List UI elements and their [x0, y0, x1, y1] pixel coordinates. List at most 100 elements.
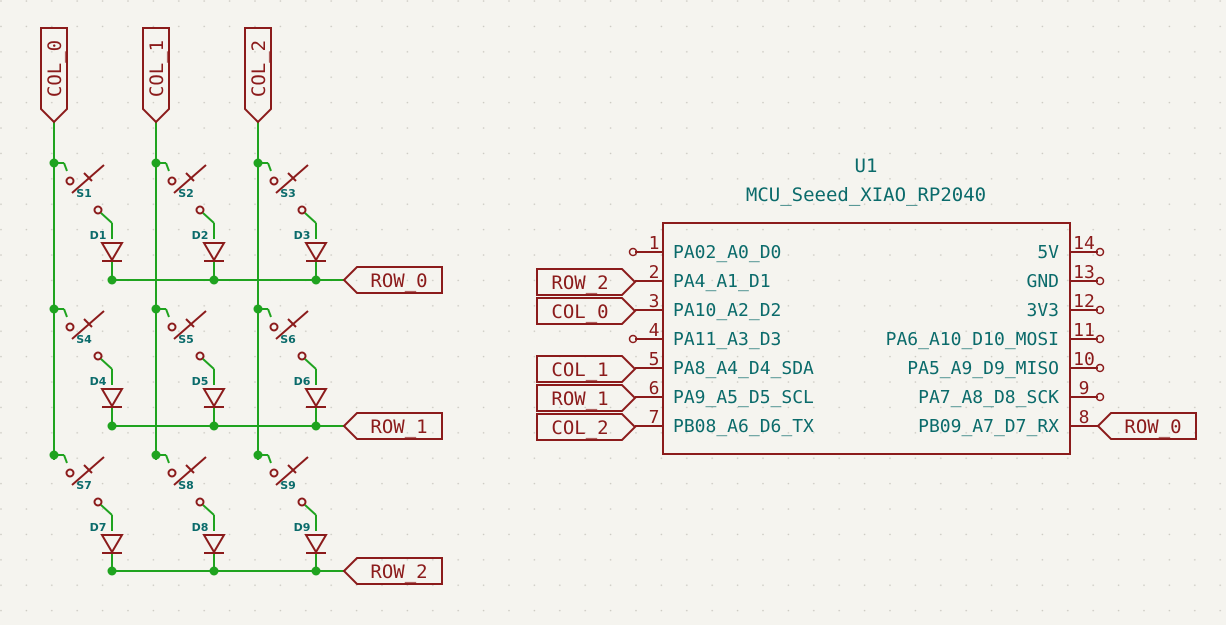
row-junction — [311, 275, 321, 285]
switch-lead2 — [63, 308, 68, 318]
switch-lever — [275, 164, 309, 194]
switch-lead2 — [165, 162, 170, 172]
diode-lead-top — [100, 212, 113, 224]
switch-lever — [275, 310, 309, 340]
label-mcu-col_2[interactable]: COL_2 — [536, 413, 637, 441]
pin-number: 5 — [649, 349, 660, 370]
label-mcu-col_0[interactable]: COL_0 — [536, 297, 637, 325]
label-row-2-text: ROW_2 — [370, 561, 427, 583]
switch-pin-b — [297, 351, 307, 361]
switch-pin-b — [297, 497, 307, 507]
label-mcu-col_0-shape — [536, 297, 637, 325]
pin-number: 14 — [1073, 233, 1095, 254]
label-col-1[interactable]: COL_1 — [142, 27, 170, 124]
pin-name: PA4_A1_D1 — [673, 271, 771, 292]
switch-lead2 — [63, 162, 68, 172]
label-mcu-row_0[interactable]: ROW_0 — [1096, 412, 1197, 440]
diode-lead-top — [100, 358, 113, 370]
switch-lead2 — [165, 308, 170, 318]
switch-pin-a — [65, 468, 75, 478]
switch-ref: S4 — [76, 333, 92, 346]
pin-number: 7 — [649, 407, 660, 428]
row-junction — [209, 275, 219, 285]
switch-ref: S6 — [280, 333, 296, 346]
diode-body — [304, 534, 328, 554]
diode-body — [304, 388, 328, 408]
label-row-0[interactable]: ROW_0 — [342, 266, 443, 294]
diode-lead-top — [100, 504, 113, 516]
pin-name: PA7_A8_D8_SCK — [918, 387, 1059, 408]
pin-name: 3V3 — [1026, 300, 1059, 321]
diode-ref: D5 — [192, 375, 209, 388]
switch-pin-a — [167, 176, 177, 186]
pin-name: PA02_A0_D0 — [673, 242, 781, 263]
mcu-pin-left-2[interactable]: 2 PA4_A1_D1 ROW_2 — [536, 262, 771, 296]
switch-ref: S5 — [178, 333, 194, 346]
switch-lead2 — [267, 308, 272, 318]
row-junction — [311, 566, 321, 576]
switch-pin-b — [195, 205, 205, 215]
switch-pin-a — [167, 322, 177, 332]
pin-name: PB09_A7_D7_RX — [918, 416, 1059, 437]
label-row-2[interactable]: ROW_2 — [342, 557, 443, 585]
diode-ref: D8 — [192, 521, 209, 534]
label-row-0-text: ROW_0 — [370, 270, 427, 292]
label-mcu-row_1[interactable]: ROW_1 — [536, 384, 637, 412]
switch-pin-a — [269, 322, 279, 332]
pin-number: 8 — [1079, 407, 1090, 428]
pin-name: PB08_A6_D6_TX — [673, 416, 814, 437]
diode-ref: D4 — [90, 375, 107, 388]
switch-actuator — [185, 464, 195, 474]
label-col-0[interactable]: COL_0 — [40, 27, 68, 124]
switch-pin-a — [269, 176, 279, 186]
pin-number: 2 — [649, 262, 660, 283]
label-mcu-col_1-shape — [536, 355, 637, 383]
mcu-pin-right-8[interactable]: 8 PB09_A7_D7_RX ROW_0 — [918, 407, 1197, 440]
diode-body — [304, 242, 328, 262]
switch-ref: S1 — [76, 187, 92, 200]
diode-ref: D3 — [294, 229, 311, 242]
label-col-0-text: COL_0 — [44, 40, 66, 97]
diode-ref: D7 — [90, 521, 107, 534]
label-row-1[interactable]: ROW_1 — [342, 412, 443, 440]
switch-actuator — [287, 318, 297, 328]
label-mcu-row_2[interactable]: ROW_2 — [536, 268, 637, 296]
label-mcu-col_0-text: COL_0 — [551, 301, 608, 323]
switch-lead2 — [267, 454, 272, 464]
mcu-pin-left-7[interactable]: 7 PB08_A6_D6_TX COL_2 — [536, 407, 814, 441]
label-col-2[interactable]: COL_2 — [244, 27, 272, 124]
pin-name: GND — [1026, 271, 1059, 292]
switch-actuator — [185, 318, 195, 328]
switch-pin-b — [297, 205, 307, 215]
diode-body — [100, 534, 124, 554]
label-row-2-shape — [342, 557, 443, 585]
no-connect-icon — [1095, 247, 1105, 257]
row-junction — [107, 421, 117, 431]
switch-actuator — [83, 172, 93, 182]
switch-ref: S2 — [178, 187, 194, 200]
label-mcu-col_1[interactable]: COL_1 — [536, 355, 637, 383]
switch-actuator — [185, 172, 195, 182]
